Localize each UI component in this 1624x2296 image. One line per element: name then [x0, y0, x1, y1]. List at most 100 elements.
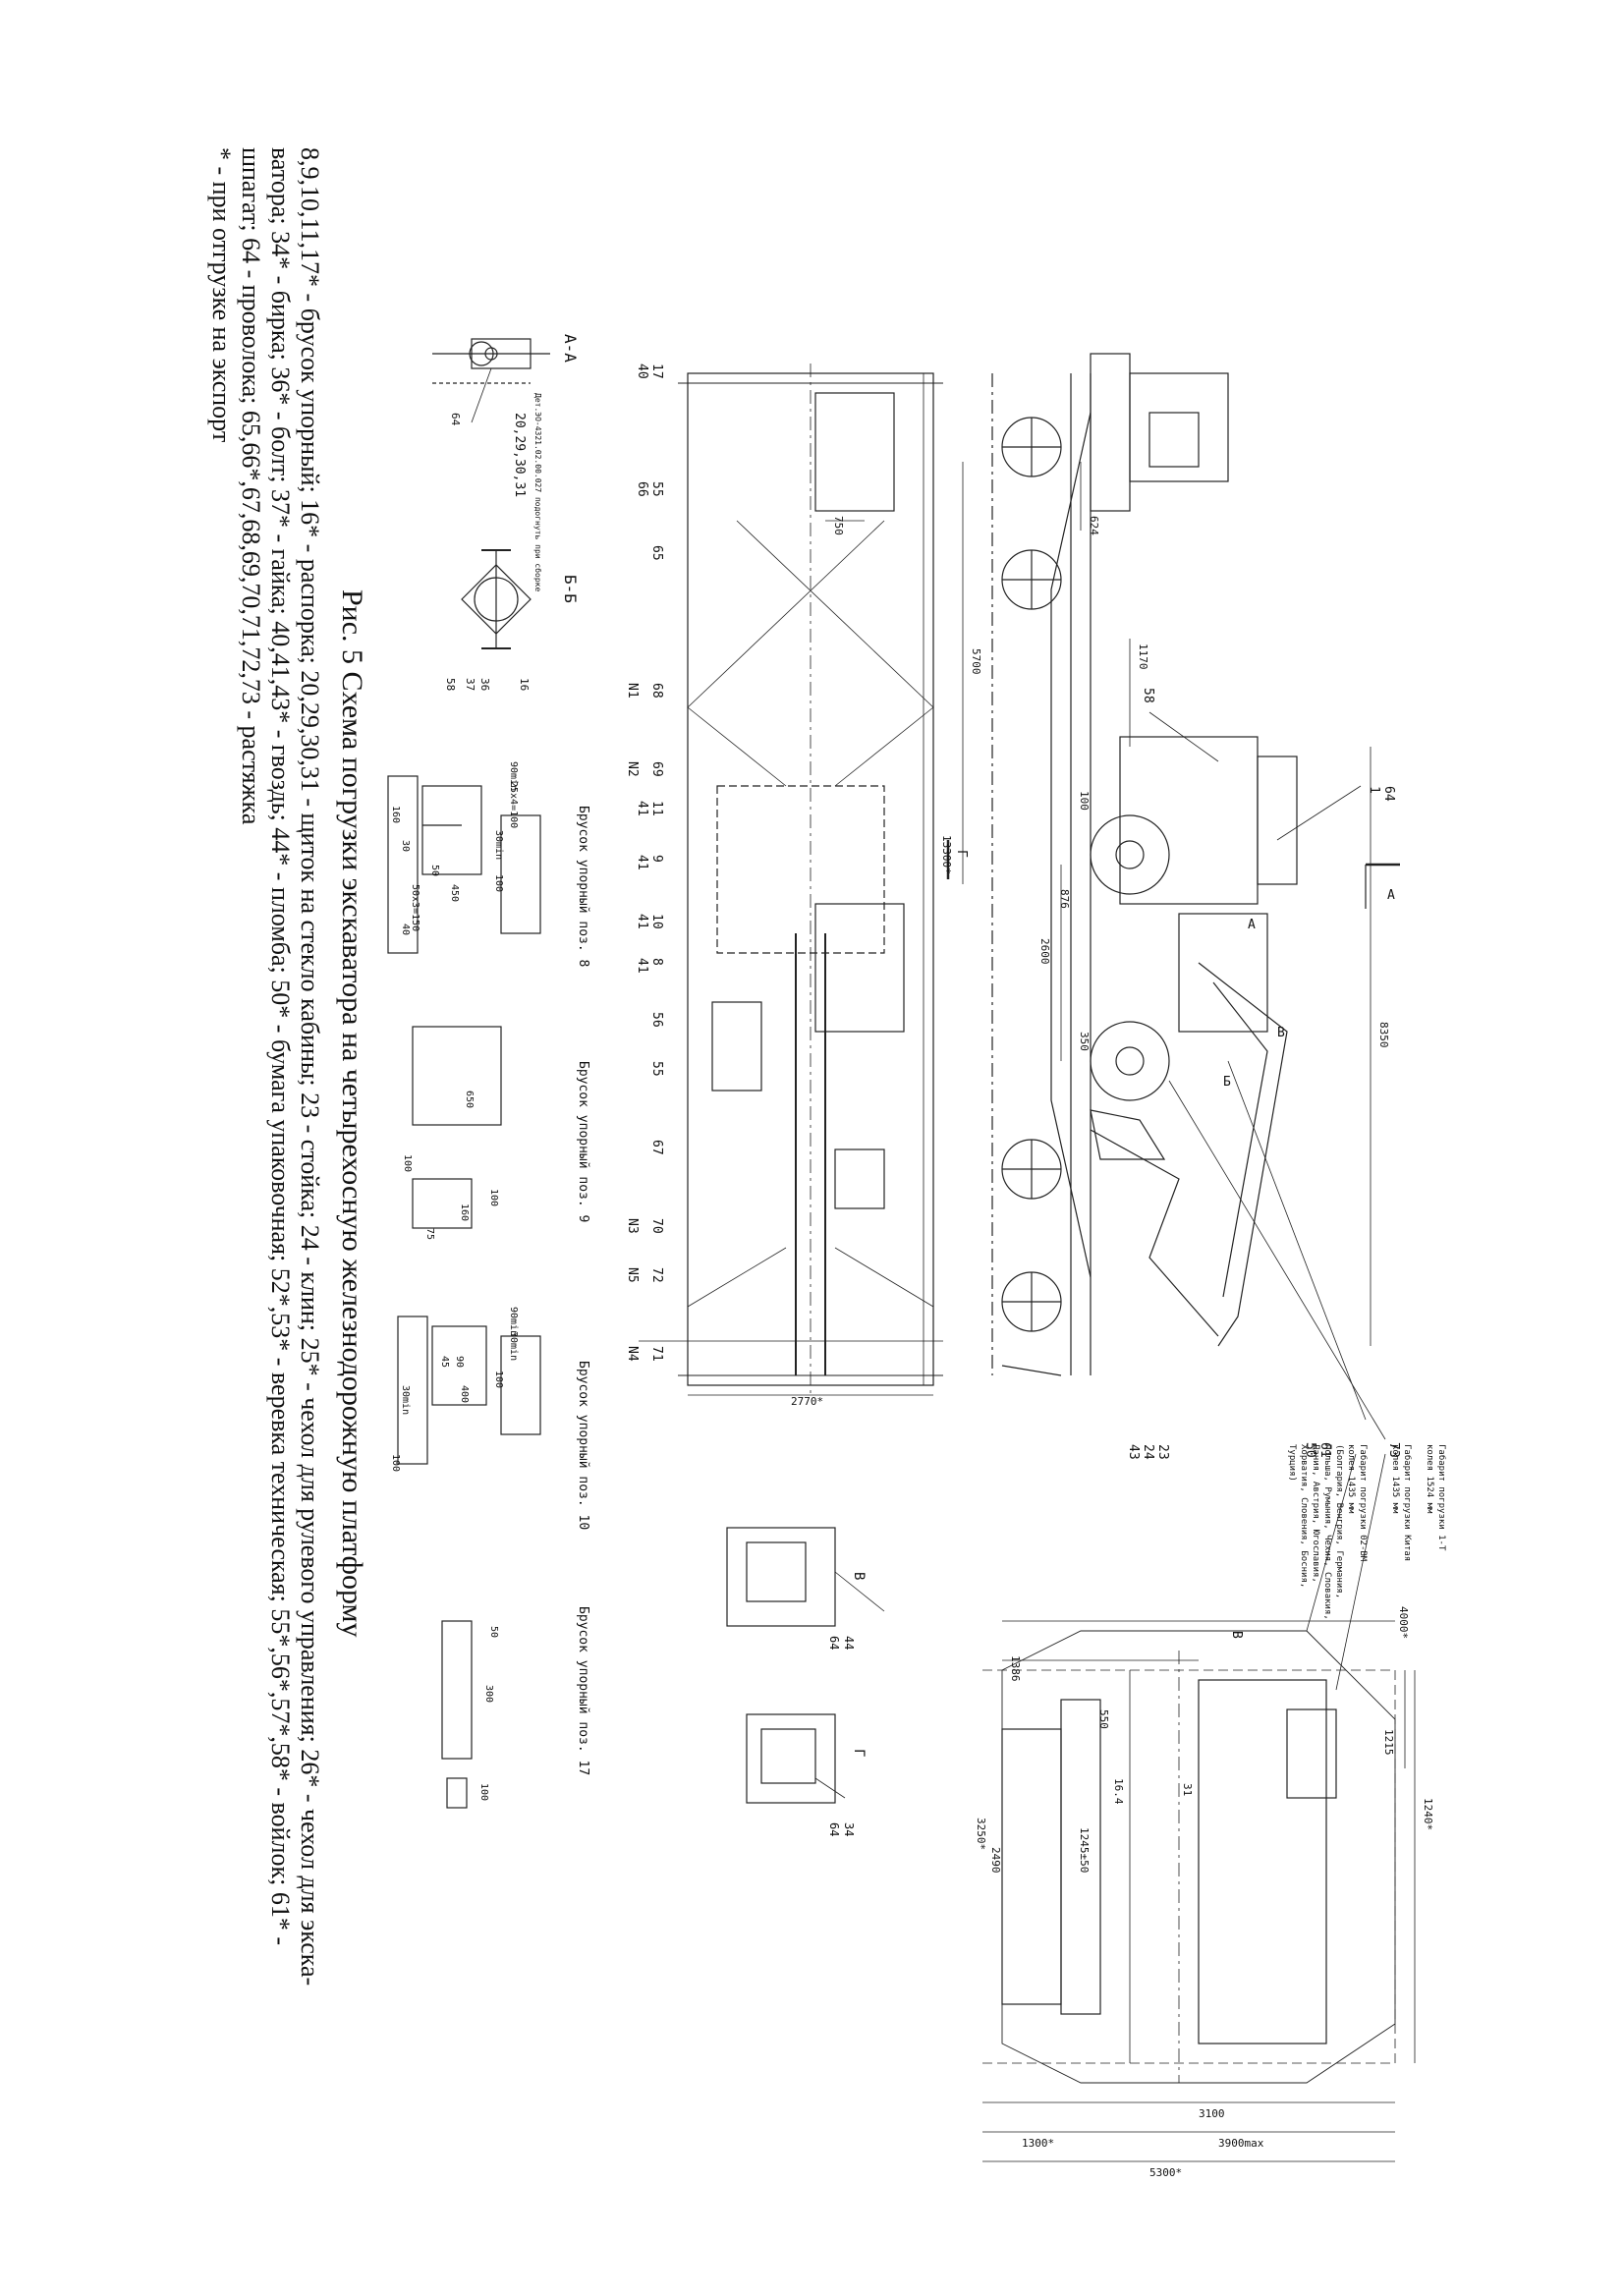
block8-d1: 25x4=100 — [508, 781, 519, 828]
gabarit-2b: колея 1435 мм — [1390, 1444, 1400, 1514]
block8-d3: 90min — [508, 761, 519, 791]
plan-wheel-block — [711, 1001, 762, 1092]
dim-3900: 3900max — [1218, 2137, 1264, 2150]
callout-41-a: 41 — [635, 801, 649, 816]
block-17-title: Брусок упорный поз. 17 — [576, 1606, 590, 1775]
gabarit-4: (Болгария, Венгрия, Германия, — [1334, 1444, 1344, 1598]
view-g-title: Г — [851, 1749, 867, 1757]
dim-13300: 13300* — [940, 835, 953, 874]
end-platform — [1001, 1728, 1062, 2005]
end-post-left — [1090, 353, 1131, 512]
cab-block — [1129, 372, 1229, 482]
dim-1300: 1300* — [1022, 2137, 1054, 2150]
bucket — [1090, 1109, 1166, 1160]
dim-750: 750 — [832, 516, 845, 535]
block10-d8: 100 — [390, 1454, 401, 1472]
section-v-end-label: В — [1229, 1631, 1244, 1639]
cab-window — [1148, 412, 1200, 468]
block-8-title: Брусок упорный поз. 8 — [576, 806, 590, 967]
plan-view: Г — [639, 364, 969, 1396]
dim-876: 876 — [1058, 889, 1071, 909]
block8-d5: 450 — [449, 884, 460, 902]
block9-d5: 75 — [424, 1228, 435, 1240]
callout-n2: N2 — [625, 761, 640, 777]
section-bb-title: Б-Б — [561, 575, 580, 603]
callout-43: 43 — [1126, 1444, 1141, 1460]
callout-55: 55 — [649, 481, 664, 497]
callout-41-c: 41 — [635, 914, 649, 929]
callout-20-29-30-31: 20,29,30,31 — [512, 413, 527, 497]
block8-d8: 50x3=150 — [410, 884, 420, 931]
section-a-label: А — [1387, 888, 1395, 903]
gabarit-3b: колея 1435 мм — [1346, 1444, 1356, 1514]
callout-69: 69 — [649, 761, 664, 777]
dim-5300: 5300* — [1149, 2166, 1182, 2179]
callout-67: 67 — [649, 1140, 664, 1155]
callout-16: 16 — [518, 678, 531, 691]
callout-64-aa: 64 — [449, 413, 462, 426]
callout-n1: N1 — [625, 683, 640, 699]
section-v-label: В — [1277, 1026, 1285, 1040]
callout-71: 71 — [649, 1346, 664, 1362]
block8-d6: 50 — [429, 865, 440, 876]
boom-inner — [1212, 981, 1268, 1298]
block8-d7: 160 — [390, 806, 401, 823]
end-post-right — [1001, 1365, 1062, 1376]
dim-1215: 1215 — [1382, 1729, 1395, 1756]
view-g — [746, 1713, 846, 1804]
callout-17: 17 — [649, 364, 664, 379]
block-8-drawing — [387, 775, 541, 954]
dim-1245: 1245±50 — [1078, 1827, 1091, 1873]
callout-66: 66 — [635, 481, 649, 497]
excavator-wheel-front — [1090, 814, 1170, 895]
dim-4000: 4000* — [1397, 1606, 1410, 1639]
dipper-arm — [1090, 1129, 1219, 1337]
block10-d1: 30min — [508, 1331, 519, 1361]
block8-d4: 100 — [493, 874, 504, 892]
callout-55-b: 55 — [649, 1061, 664, 1077]
block-17-drawing — [441, 1620, 473, 1809]
dim-550: 550 — [1097, 1709, 1110, 1729]
excavator-body — [1119, 736, 1259, 905]
callout-58-bb: 58 — [444, 678, 457, 691]
legend-line-4: * - при отгрузке на экспорт — [207, 147, 236, 443]
block17-d1: 50 — [488, 1626, 499, 1638]
block-9-drawing — [412, 1026, 502, 1229]
gabarit-7: Хорватия, Словения, Босния, — [1299, 1444, 1309, 1588]
dim-1170: 1170 — [1137, 644, 1149, 670]
gabarit-1: Габарит погрузки 1-Т — [1436, 1444, 1447, 1551]
block10-d6: 45 — [439, 1356, 450, 1368]
excavator-wheel-rear — [1090, 1021, 1170, 1101]
callout-64-g: 64 — [827, 1822, 841, 1836]
end-view — [982, 1453, 1416, 2162]
dim-100: 100 — [1078, 791, 1091, 811]
block9-d3: 100 — [488, 1189, 499, 1206]
callout-44: 44 — [842, 1636, 856, 1650]
block9-d1: 650 — [464, 1091, 475, 1108]
block8-d2: 30min — [493, 830, 504, 860]
gabarit-5: Польша, Румыния, Чехия, Словакия, — [1322, 1444, 1332, 1620]
view-v-title: В — [851, 1572, 867, 1580]
block8-d10: 40 — [400, 924, 411, 935]
figure-title: Рис. 5 Схема погрузки экскаватора на чет… — [336, 589, 368, 1638]
legend-line-2: ватора; 34* - бирка; 36* - болт; 37* - г… — [266, 147, 295, 1946]
callout-73: 73 — [1386, 1442, 1401, 1458]
callout-41-b: 41 — [635, 855, 649, 870]
callout-10: 10 — [649, 914, 664, 929]
block-10-title: Брусок упорный поз. 10 — [576, 1361, 590, 1530]
callout-64: 64 — [1381, 786, 1396, 802]
block10-d5: 90 — [454, 1356, 465, 1368]
block-9-title: Брусок упорный поз. 9 — [576, 1061, 590, 1222]
gabarit-3: Габарит погрузки 02-ВМ — [1358, 1444, 1369, 1562]
callout-1: 1 — [1367, 786, 1381, 794]
callout-72: 72 — [649, 1267, 664, 1283]
platform-sidesill — [1050, 412, 1092, 1278]
callout-65: 65 — [649, 545, 664, 561]
side-view: А А В Б — [962, 353, 1400, 1440]
dim-16-4: 16.4 — [1112, 1778, 1125, 1805]
callout-23: 23 — [1155, 1444, 1170, 1460]
dim-350: 350 — [1078, 1032, 1091, 1051]
section-bb — [461, 549, 532, 649]
dim-5700: 5700 — [970, 648, 982, 675]
callout-9: 9 — [649, 855, 664, 863]
